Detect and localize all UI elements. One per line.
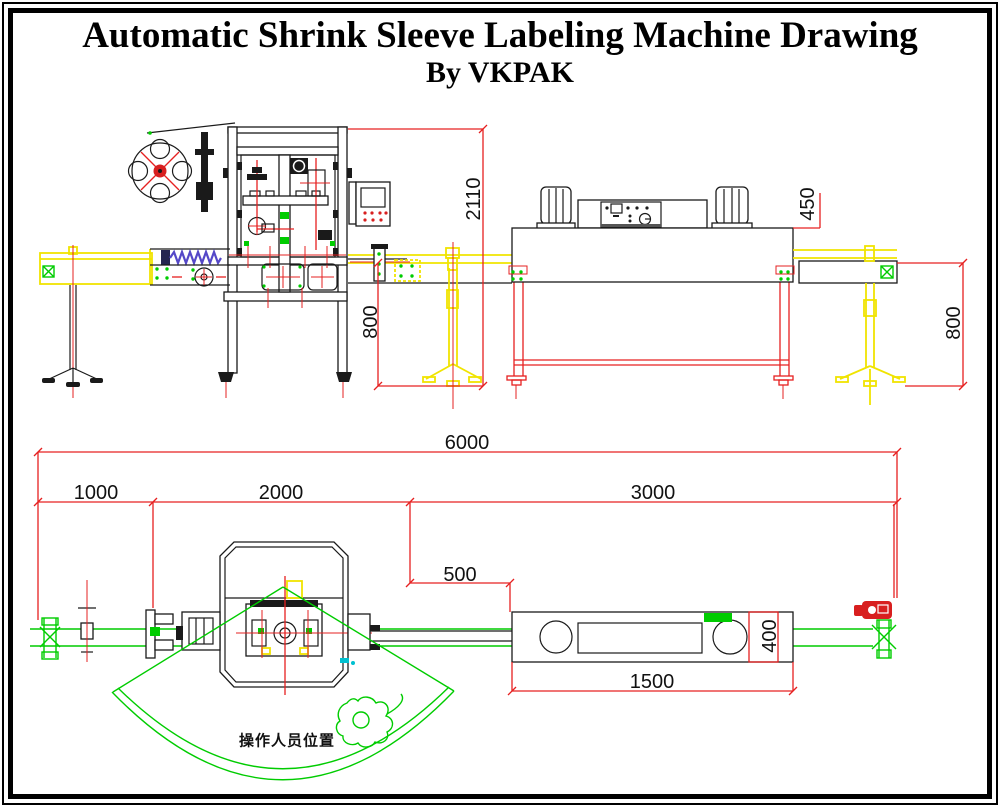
dim-outfeed-length-label: 3000 <box>630 482 676 504</box>
dim-conveyor-height-right-label: 800 <box>943 306 965 340</box>
infeed-conveyor-strip <box>150 267 230 287</box>
right-conveyor <box>793 245 898 284</box>
left-conveyor <box>39 246 153 285</box>
operator-zone <box>111 586 455 781</box>
plan-guide-component <box>78 580 96 662</box>
plan-left-end-assembly <box>39 617 61 660</box>
dim-conveyor-height-left-label: 800 <box>360 305 382 339</box>
dim-total-length-label: 6000 <box>444 432 490 454</box>
dim-infeed-length-label: 1000 <box>73 482 119 504</box>
shrink-tunnel <box>506 186 795 399</box>
operator-position-label: 操作人员位置 <box>238 732 336 750</box>
operator-figure-outline <box>335 693 404 748</box>
plan-view <box>30 447 902 781</box>
dim-tunnel-width-label: 400 <box>759 619 781 653</box>
control-panel-monitor <box>348 181 391 227</box>
left-conveyor-stand <box>42 245 103 398</box>
dim-tunnel-length-label: 1500 <box>629 671 675 693</box>
plan-labeling-machine <box>176 541 512 695</box>
elevation-view <box>39 122 968 409</box>
dim-tunnel-offset-label: 500 <box>443 564 477 586</box>
dim-machine-length-label: 2000 <box>258 482 304 504</box>
plan-right-end-motor <box>854 601 897 659</box>
plan-dimension-lines <box>33 447 902 696</box>
elevation-dimension-lines <box>348 124 968 391</box>
labeling-machine-internals <box>229 154 346 308</box>
drawing-title: Automatic Shrink Sleeve Labeling Machine… <box>82 15 918 56</box>
plan-shrink-tunnel <box>511 611 794 663</box>
reel-axle-bracket <box>146 122 236 212</box>
middle-conveyor-stand <box>422 242 482 409</box>
screw-feeder <box>150 248 230 267</box>
dim-tunnel-body-height-label: 450 <box>797 187 819 221</box>
label-reel <box>127 138 193 204</box>
dim-machine-height-label: 2110 <box>463 177 485 221</box>
drawing-subtitle: By VKPAK <box>425 56 575 89</box>
plan-infeed-component <box>145 609 174 659</box>
right-conveyor-stand <box>835 283 906 405</box>
middle-conveyor <box>348 244 512 284</box>
